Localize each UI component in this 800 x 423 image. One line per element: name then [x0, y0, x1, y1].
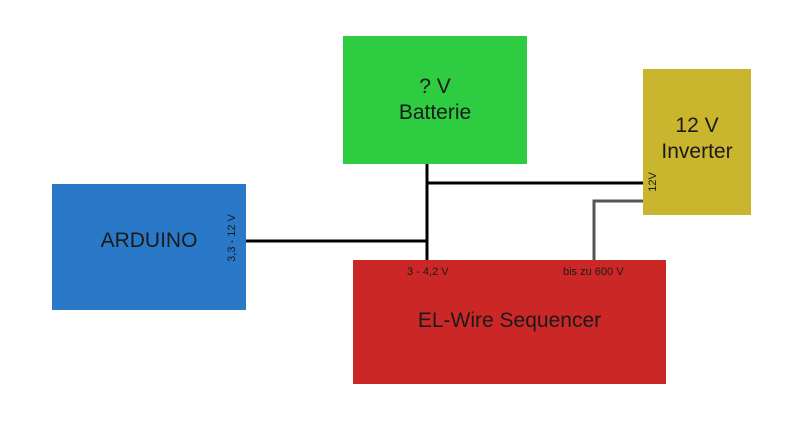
sequencer-label: EL-Wire Sequencer — [353, 308, 666, 334]
arduino-name-text: ARDUINO — [100, 229, 198, 252]
arduino-input-label: 3,3 - 12 V — [226, 214, 238, 262]
sequencer-high-voltage-label: bis zu 600 V — [563, 266, 624, 278]
sequencer-low-voltage-label: 3 - 4,2 V — [407, 266, 449, 278]
battery-name-text: Batterie — [398, 101, 472, 124]
sequencer-box: EL-Wire Sequencer — [353, 260, 666, 384]
arduino-box: ARDUINO — [52, 184, 246, 310]
inverter-voltage-text: 12 V — [675, 114, 719, 137]
inverter-box: 12 V Inverter — [643, 69, 751, 215]
arduino-label: ARDUINO — [52, 228, 246, 254]
sequencer-name-text: EL-Wire Sequencer — [417, 309, 602, 332]
battery-voltage-text: ? V — [419, 75, 451, 98]
battery-box: ? V Batterie — [343, 36, 527, 164]
wire-inverter-to-sequencer — [592, 199, 643, 260]
inverter-name-text: Inverter — [661, 140, 733, 163]
inverter-input-label: 12V — [647, 172, 659, 192]
inverter-label: 12 V Inverter — [643, 113, 751, 165]
battery-label: ? V Batterie — [343, 74, 527, 126]
